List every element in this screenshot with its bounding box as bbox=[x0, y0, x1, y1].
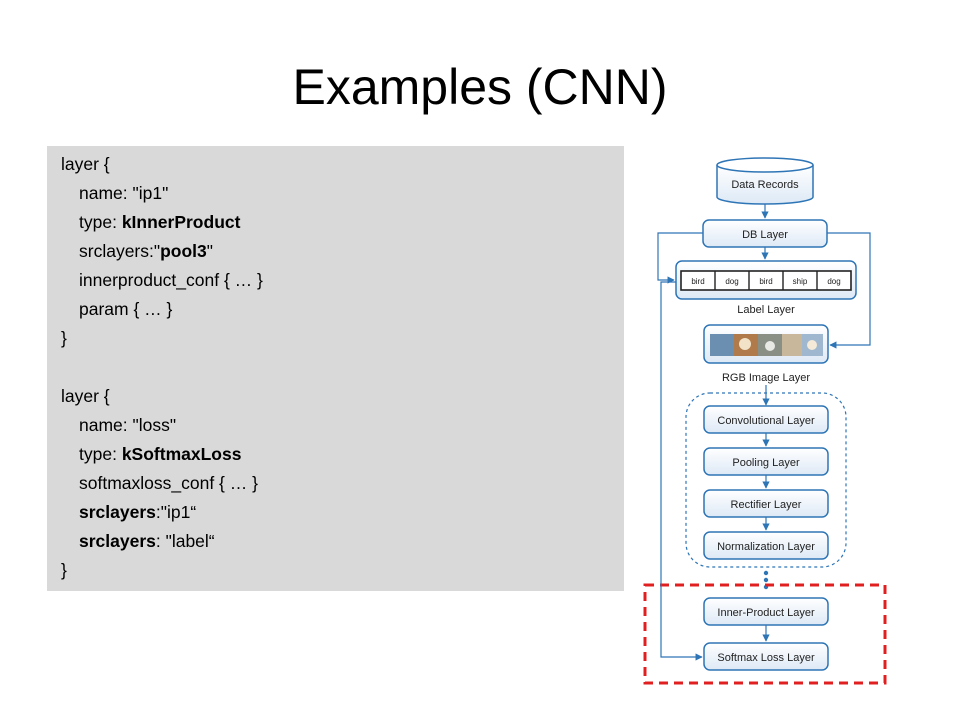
thumbnail-image bbox=[782, 334, 802, 356]
softmax-loss-layer-box: Softmax Loss Layer bbox=[703, 642, 829, 671]
db-to-label-connector bbox=[657, 232, 703, 284]
rectifier-layer-label: Rectifier Layer bbox=[731, 499, 802, 511]
thumbnail-image bbox=[802, 334, 823, 356]
code-line-9: name: "loss" bbox=[79, 415, 177, 435]
code-line-10: type: kSoftmaxLoss bbox=[79, 444, 242, 464]
code-line-6: param { … } bbox=[79, 299, 173, 319]
convolutional-layer-label: Convolutional Layer bbox=[717, 415, 815, 427]
data-records-label: Data Records bbox=[731, 179, 799, 191]
code-line-2: name: "ip1" bbox=[79, 183, 169, 203]
thumbnail-image bbox=[734, 334, 758, 356]
code-line-13: srclayers: "label“ bbox=[79, 531, 215, 551]
ellipsis-dots bbox=[763, 570, 769, 590]
code-line-5: innerproduct_conf { … } bbox=[79, 270, 263, 290]
thumbnail-image bbox=[710, 334, 734, 356]
label-to-softmax-connector bbox=[660, 281, 703, 661]
conv-stack-group bbox=[685, 392, 847, 568]
label-cell: bird bbox=[759, 277, 772, 286]
highlight-box bbox=[643, 583, 887, 685]
label-cell: ship bbox=[793, 277, 808, 286]
code-line-14: } bbox=[61, 560, 67, 580]
code-line-11: softmaxloss_conf { … } bbox=[79, 473, 258, 493]
inner-product-layer-label: Inner-Product Layer bbox=[717, 607, 815, 619]
code-line-1: layer { bbox=[61, 154, 110, 174]
code-line-3: type: kInnerProduct bbox=[79, 212, 241, 232]
inner-product-layer-box: Inner-Product Layer bbox=[703, 597, 829, 626]
page-title: Examples (CNN) bbox=[292, 59, 668, 115]
normalization-layer-label: Normalization Layer bbox=[717, 541, 815, 553]
softmax-loss-layer-label: Softmax Loss Layer bbox=[717, 652, 815, 664]
pooling-layer-label: Pooling Layer bbox=[732, 457, 800, 469]
label-layer-box: bird dog bird ship dog bbox=[675, 260, 857, 300]
thumbnail-image bbox=[758, 334, 782, 356]
label-cell: dog bbox=[827, 277, 840, 286]
normalization-layer-box: Normalization Layer bbox=[703, 531, 829, 560]
code-line-4: srclayers:"pool3" bbox=[79, 241, 213, 261]
label-layer-caption: Label Layer bbox=[737, 304, 795, 316]
data-records-cylinder: Data Records bbox=[716, 157, 814, 205]
db-to-rgb-connector bbox=[827, 232, 871, 349]
code-line-8: layer { bbox=[61, 386, 110, 406]
db-layer-label: DB Layer bbox=[742, 229, 788, 241]
rgb-image-layer-box bbox=[703, 324, 829, 364]
label-cell: bird bbox=[691, 277, 704, 286]
code-line-7: } bbox=[61, 328, 67, 348]
rgb-image-layer-caption: RGB Image Layer bbox=[722, 372, 810, 384]
pooling-layer-box: Pooling Layer bbox=[703, 447, 829, 476]
code-block: layer { name: "ip1" type: kInnerProduct … bbox=[47, 146, 624, 591]
convolutional-layer-box: Convolutional Layer bbox=[703, 405, 829, 434]
label-cell: dog bbox=[725, 277, 738, 286]
db-layer-box: DB Layer bbox=[702, 219, 828, 248]
rectifier-layer-box: Rectifier Layer bbox=[703, 489, 829, 518]
code-line-12: srclayers:"ip1“ bbox=[79, 502, 197, 522]
